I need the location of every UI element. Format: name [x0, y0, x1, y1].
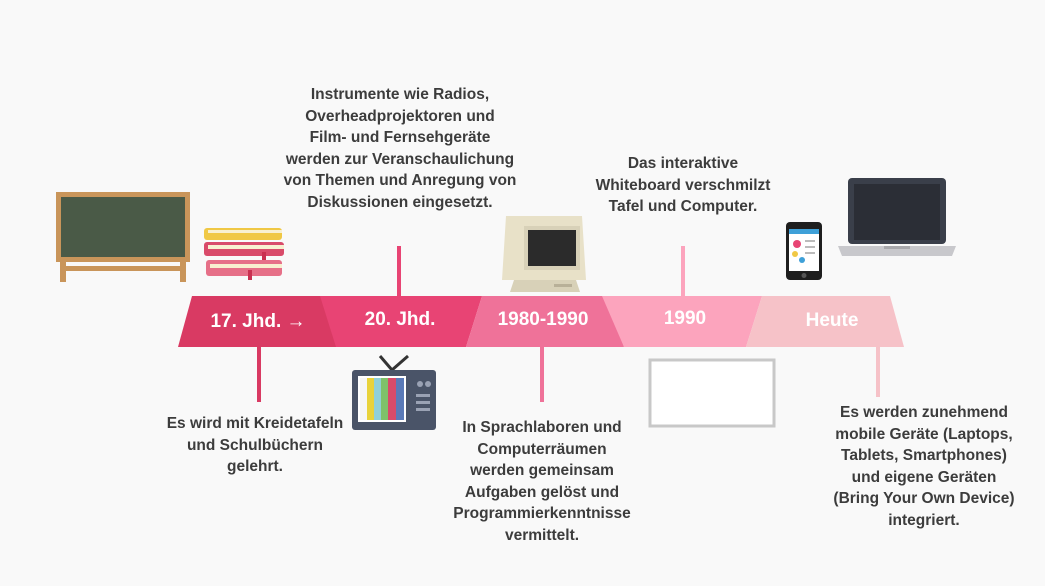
stem-heute: [876, 347, 880, 397]
label-heute: Heute: [805, 310, 859, 331]
note-1990: Das interaktive Whiteboard verschmilzt T…: [595, 155, 771, 215]
segment-17-jhd: [178, 296, 336, 347]
note-17-jhd: Es wird mit Kreidetafeln und Schulbücher…: [166, 415, 344, 475]
segment-1990: [602, 296, 762, 347]
retro-computer-icon: [502, 216, 586, 292]
stem-1990: [681, 246, 685, 296]
stem-1980-1990: [540, 347, 544, 402]
note-20-jhd: Instrumente wie Radios, Overheadprojekto…: [283, 86, 517, 211]
books-icon: [204, 228, 284, 280]
segment-1980-1990: [466, 296, 624, 347]
smartphone-icon: [786, 222, 822, 280]
stem-20-jhd: [397, 246, 401, 296]
segment-heute: [746, 296, 904, 347]
whiteboard-icon: [648, 358, 776, 428]
tv-icon: [352, 354, 436, 430]
label-17-jhd: 17. Jhd. →: [210, 311, 306, 332]
note-heute: Es werden zunehmend mobile Geräte (Lapto…: [833, 404, 1015, 529]
segment-20-jhd: [320, 296, 482, 347]
label-1990: 1990: [663, 308, 707, 329]
chalkboard-icon: [56, 192, 190, 282]
label-20-jhd: 20. Jhd.: [364, 309, 436, 330]
laptop-icon: [838, 178, 956, 256]
label-1980-1990: 1980-1990: [497, 309, 589, 330]
stem-17-jhd: [257, 347, 261, 402]
note-1980-1990: In Sprachlaboren und Computerräumen werd…: [453, 419, 631, 544]
